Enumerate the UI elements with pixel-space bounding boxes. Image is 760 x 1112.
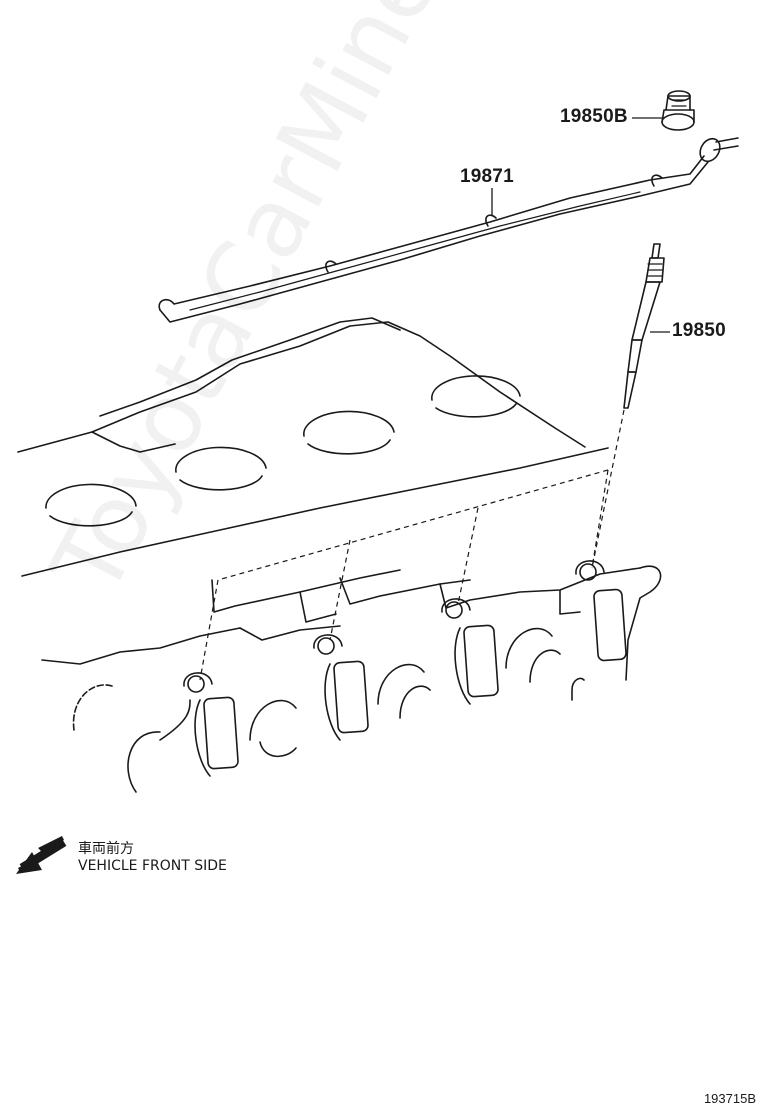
port-gasket-outline (41, 565, 662, 681)
callout-leaders (491, 117, 670, 333)
arrow-down-left-icon (16, 836, 67, 874)
diagram-id: 193715B (703, 1091, 756, 1106)
vehicle-front-label-en: VEHICLE FRONT SIDE (78, 858, 227, 874)
bolt-holes (183, 560, 605, 693)
cylinder-head-outline (17, 317, 609, 577)
installation-dashed-lines (199, 409, 625, 681)
glow-plug-bus-bar (158, 137, 739, 323)
glow-plug-bores (45, 375, 521, 527)
vehicle-front-label-jp: 車両前方 (78, 841, 134, 857)
callout-19850B[interactable]: 19850B (560, 106, 628, 127)
callout-19850[interactable]: 19850 (672, 320, 726, 341)
port-arcs (72, 627, 585, 793)
glow-plug-nut (661, 90, 695, 131)
callout-19871[interactable]: 19871 (460, 166, 514, 187)
glow-plug (623, 243, 665, 409)
port-openings (194, 588, 627, 777)
